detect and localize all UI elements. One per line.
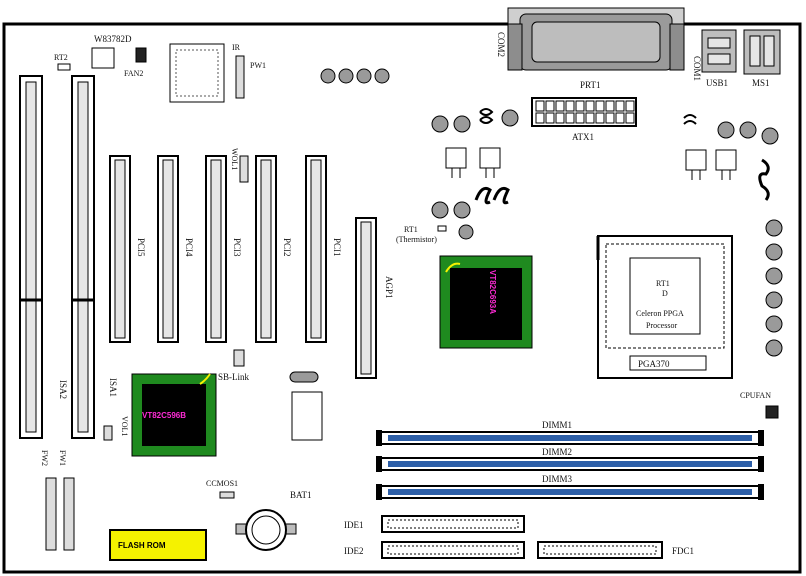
rt1-label: RT1 bbox=[404, 225, 418, 234]
pga370-socket bbox=[596, 235, 733, 379]
regulators-right bbox=[685, 149, 737, 180]
celeron-label-1: Celeron PPGA bbox=[636, 309, 684, 318]
isa1-slot bbox=[71, 75, 95, 439]
vol1-label: VOL1 bbox=[120, 416, 129, 436]
dimm2-slot bbox=[376, 456, 764, 472]
dimm2-label: DIMM2 bbox=[542, 447, 572, 457]
usb1-label: USB1 bbox=[706, 78, 728, 88]
pci2-slot bbox=[255, 155, 277, 343]
bat1-label: BAT1 bbox=[290, 490, 312, 500]
ir-chip bbox=[169, 43, 225, 103]
pci1-label: PCI1 bbox=[332, 238, 342, 257]
isa2-label: ISA2 bbox=[58, 380, 68, 399]
com2-label: COM2 bbox=[496, 32, 506, 57]
pci1-slot bbox=[305, 155, 327, 343]
pw1-label: PW1 bbox=[250, 61, 266, 70]
ms1-label: MS1 bbox=[752, 78, 770, 88]
wol1-label: WOL1 bbox=[230, 148, 239, 170]
coils-atx bbox=[479, 108, 697, 125]
agp1-label: AGP1 bbox=[384, 276, 394, 299]
atx1-connector bbox=[531, 97, 637, 127]
south-bridge-chip bbox=[131, 373, 217, 457]
fw2-header bbox=[45, 477, 57, 551]
wol1-header bbox=[239, 155, 249, 183]
w83782d-label: W83782D bbox=[94, 34, 132, 44]
capacitors-cpu-column bbox=[765, 219, 783, 357]
celeron-label-2: Processor bbox=[646, 321, 677, 330]
cpu-rt1-label: RT1 bbox=[656, 279, 670, 288]
dimm1-label: DIMM1 bbox=[542, 420, 572, 430]
pci4-slot bbox=[157, 155, 179, 343]
south-chip-label: VT82C596B bbox=[142, 411, 186, 420]
dimm3-label: DIMM3 bbox=[542, 474, 573, 484]
pci5-label: PCI5 bbox=[136, 238, 146, 257]
isa2-slot bbox=[19, 75, 43, 439]
pci2-label: PCI2 bbox=[282, 238, 292, 257]
fdc1-connector bbox=[537, 541, 663, 559]
north-chip-label: VT82C693A bbox=[488, 270, 497, 314]
ide2-connector bbox=[381, 541, 525, 559]
pci3-slot bbox=[205, 155, 227, 343]
pci3-label: PCI3 bbox=[232, 238, 242, 257]
flashrom-label: FLASH ROM bbox=[118, 541, 166, 550]
fw2-label: FW2 bbox=[40, 450, 49, 466]
vol1-header bbox=[103, 425, 113, 441]
isa1-label: ISA1 bbox=[108, 378, 118, 397]
coils-mid bbox=[474, 158, 770, 205]
fdc1-label: FDC1 bbox=[672, 546, 694, 556]
fw1-header bbox=[63, 477, 75, 551]
prt1-connector bbox=[507, 7, 685, 71]
prt1-label: PRT1 bbox=[580, 80, 600, 90]
cpufan-label: CPUFAN bbox=[740, 391, 771, 400]
atx1-label: ATX1 bbox=[572, 132, 594, 142]
fw1-label: FW1 bbox=[58, 450, 67, 466]
ir-header bbox=[235, 55, 245, 99]
sb-link-header bbox=[233, 349, 245, 367]
capacitors-rt1 bbox=[431, 201, 474, 240]
rt2-label: RT2 bbox=[54, 53, 68, 62]
pga370-label: PGA370 bbox=[638, 359, 670, 369]
clock-chip bbox=[291, 391, 323, 441]
com1-label: COM1 bbox=[692, 56, 702, 81]
ide2-label: IDE2 bbox=[344, 546, 364, 556]
capacitors-atx bbox=[431, 109, 779, 145]
ms1-connector bbox=[743, 29, 781, 75]
ccmos1-jumper bbox=[219, 491, 235, 499]
agp1-slot bbox=[355, 217, 377, 379]
dimm3-slot bbox=[376, 484, 764, 500]
bat1-battery bbox=[235, 509, 297, 551]
regulators-left bbox=[445, 147, 501, 178]
sb-link-label: SB-Link bbox=[218, 372, 250, 382]
pci4-label: PCI4 bbox=[184, 238, 194, 257]
ccmos1-label: CCMOS1 bbox=[206, 479, 238, 488]
fan2-connector bbox=[135, 47, 147, 63]
w83782d-chip bbox=[91, 47, 115, 69]
rt1-thermistor bbox=[437, 225, 447, 232]
flash-rom bbox=[109, 529, 207, 561]
dimm1-slot bbox=[376, 430, 764, 446]
crystal bbox=[289, 371, 319, 383]
cpu-rt1-sub-label: D bbox=[662, 289, 668, 298]
ir-chip-outline bbox=[175, 49, 219, 97]
ide1-connector bbox=[381, 515, 525, 533]
ide1-label: IDE1 bbox=[344, 520, 364, 530]
capacitors-top bbox=[320, 68, 390, 84]
pci5-slot bbox=[109, 155, 131, 343]
fan2-label: FAN2 bbox=[124, 69, 143, 78]
north-bridge-chip bbox=[439, 255, 533, 349]
ir-label: IR bbox=[232, 43, 241, 52]
cpufan-connector bbox=[765, 405, 779, 419]
thermistor-label: (Thermistor) bbox=[396, 235, 437, 244]
rt2-thermistor bbox=[57, 63, 71, 71]
usb1-connector bbox=[701, 29, 737, 73]
